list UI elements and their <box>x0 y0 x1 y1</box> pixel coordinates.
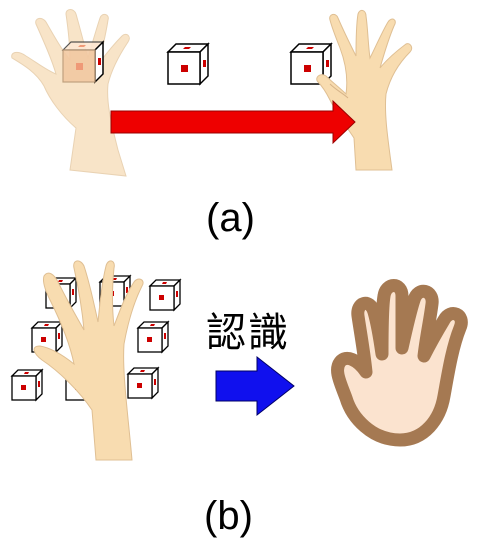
cube-icon-moving <box>167 43 209 85</box>
cube-icon-held <box>61 40 105 84</box>
cube-icon <box>11 369 43 401</box>
cube-icon <box>137 321 169 353</box>
transport-arrow <box>110 99 356 145</box>
open-hand-icon <box>33 260 144 461</box>
cube-icon <box>127 367 159 399</box>
grasping-hand-icon <box>316 9 413 171</box>
recognition-arrow <box>215 355 295 417</box>
panel-b-caption: (b) <box>204 494 253 538</box>
cube-icon <box>149 279 181 311</box>
panel-a-caption: (a) <box>206 196 255 240</box>
recognized-hand-icon <box>331 279 468 447</box>
transparent-hand-icon <box>11 9 130 177</box>
recognition-label: 認識 <box>206 310 290 356</box>
